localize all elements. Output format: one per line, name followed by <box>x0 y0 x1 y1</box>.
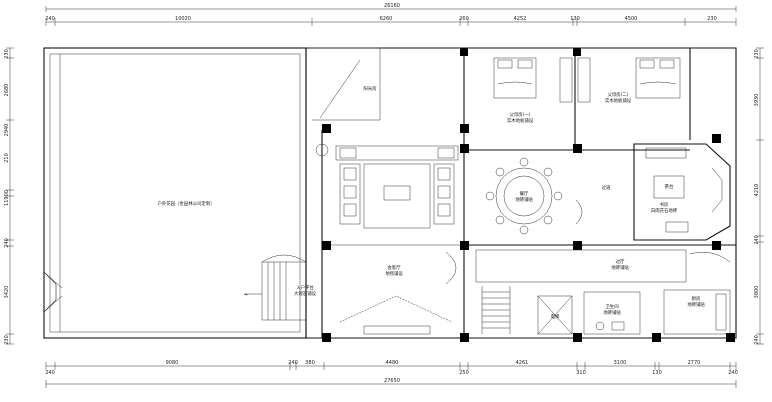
top-total-dimension: 26160 <box>384 3 400 9</box>
dining-room: 餐厅 地砖铺贴 <box>485 157 563 235</box>
top-dim-seg: 6260 <box>380 16 393 22</box>
top-dim-seg: 240 <box>45 16 55 22</box>
bedroom-2-label: 父母房(二) <box>608 91 629 98</box>
living-room-label: 会客厅 <box>387 264 401 271</box>
bottom-dim-seg: 240 <box>288 360 298 366</box>
bedroom-2: 父母房(二) 实木地板铺设 <box>577 57 681 104</box>
study-room: 茶台 书房 白雨花石地砖 <box>633 143 731 241</box>
outdoor-garden: 户外花园（金园林公司定制） <box>43 47 307 339</box>
back-hall-sub-label: 地砖铺贴 <box>611 264 629 271</box>
left-dim-seg: 2680 <box>4 84 10 97</box>
right-dim-seg: 240 <box>754 335 760 345</box>
entrance-sub-label: 大理石铺设 <box>294 290 317 297</box>
tea-label: 茶台 <box>665 183 674 190</box>
elevator-label: 电梯 <box>551 313 560 320</box>
left-dim-seg: 210 <box>4 153 10 163</box>
entrance-arrow: → <box>244 293 248 298</box>
corridor: 过道 <box>575 184 611 225</box>
top-dim-seg: 4252 <box>514 16 527 22</box>
bottom-dim-seg: 4261 <box>516 360 529 366</box>
top-dim-seg: 230 <box>707 16 717 22</box>
left-dimension-line: 230 2680 2940 210 11900 240 3420 230 <box>4 47 14 345</box>
bottom-dim-seg: 130 <box>652 370 662 376</box>
top-dim-seg: 10020 <box>175 16 191 22</box>
garden-left-door[interactable] <box>43 271 63 313</box>
bedroom-1: 父母房(一) 实木地板铺设 <box>493 57 573 124</box>
left-dim-seg: 230 <box>4 335 10 345</box>
top-dim-seg: 260 <box>459 16 469 22</box>
dining-label: 餐厅 <box>520 190 529 197</box>
bedroom-2-sub-label: 实木地板铺设 <box>605 97 632 104</box>
right-dim-seg: 3800 <box>754 286 760 299</box>
left-dim-seg: 2940 <box>4 124 10 137</box>
outdoor-garden-label: 户外花园（金园林公司定制） <box>157 200 214 207</box>
structural-columns <box>322 48 735 342</box>
top-dim-seg: 130 <box>570 16 580 22</box>
study-label: 书房 <box>660 201 669 208</box>
back-hall: 过厅 地砖铺贴 <box>445 249 687 334</box>
bottom-dim-seg: 4480 <box>386 360 399 366</box>
bottom-dim-seg: 380 <box>305 360 315 366</box>
elevator: 电梯 <box>537 295 573 335</box>
kitchen: 厨房 地砖铺贴 <box>663 252 731 335</box>
bathroom-label: 卫生间 <box>605 303 618 310</box>
left-dim-seg: 11900 <box>4 190 10 206</box>
left-dim-seg: 240 <box>4 238 10 248</box>
study-sub-label: 白雨花石地砖 <box>651 207 678 214</box>
bottom-dimension-line: 240 9080 240 380 4480 250 4261 310 3100 … <box>45 360 738 388</box>
bottom-dim-seg: 3100 <box>614 360 627 366</box>
back-hall-label: 过厅 <box>616 258 625 265</box>
bathroom-sub-label: 地砖铺贴 <box>603 309 621 316</box>
bottom-dim-seg: 310 <box>576 370 586 376</box>
right-dim-seg: 3930 <box>754 94 760 107</box>
bedroom-1-sub-label: 实木地板铺设 <box>507 117 534 124</box>
top-dimension-line: 26160 240 10020 6260 260 4252 130 4500 2… <box>45 3 737 26</box>
bottom-total-dimension: 27650 <box>384 378 400 384</box>
bottom-dim-seg: 240 <box>728 370 738 376</box>
entrance-label: 入户平台 <box>296 284 314 291</box>
dining-sub-label: 地砖铺贴 <box>515 196 533 203</box>
kitchen-sub-label: 地砖铺贴 <box>687 301 705 308</box>
left-dim-seg: 230 <box>4 49 10 59</box>
living-room-sub-label: 地毯铺设 <box>385 270 403 277</box>
bottom-dim-seg: 250 <box>459 370 469 376</box>
bedroom-1-label: 父母房(一) <box>510 111 531 118</box>
corridor-label: 过道 <box>602 184 611 191</box>
right-dim-seg: 240 <box>754 235 760 245</box>
bottom-dim-seg: 2770 <box>688 360 701 366</box>
kitchen-label: 厨房 <box>692 295 701 302</box>
left-dim-seg: 3420 <box>4 286 10 299</box>
bathroom: 卫生间 地砖铺贴 <box>583 291 641 335</box>
living-room: 会客厅 地毯铺设 <box>315 143 459 335</box>
bottom-dim-seg: 240 <box>45 370 55 376</box>
bottom-dim-seg: 9080 <box>166 360 179 366</box>
right-dim-seg: 4210 <box>754 184 760 197</box>
top-dim-seg: 4500 <box>625 16 638 22</box>
right-dim-seg: 230 <box>754 49 760 59</box>
right-dimension-line: 230 3930 4210 240 3800 240 <box>754 47 764 345</box>
sunroom-top-label: 阳光房 <box>363 85 377 92</box>
